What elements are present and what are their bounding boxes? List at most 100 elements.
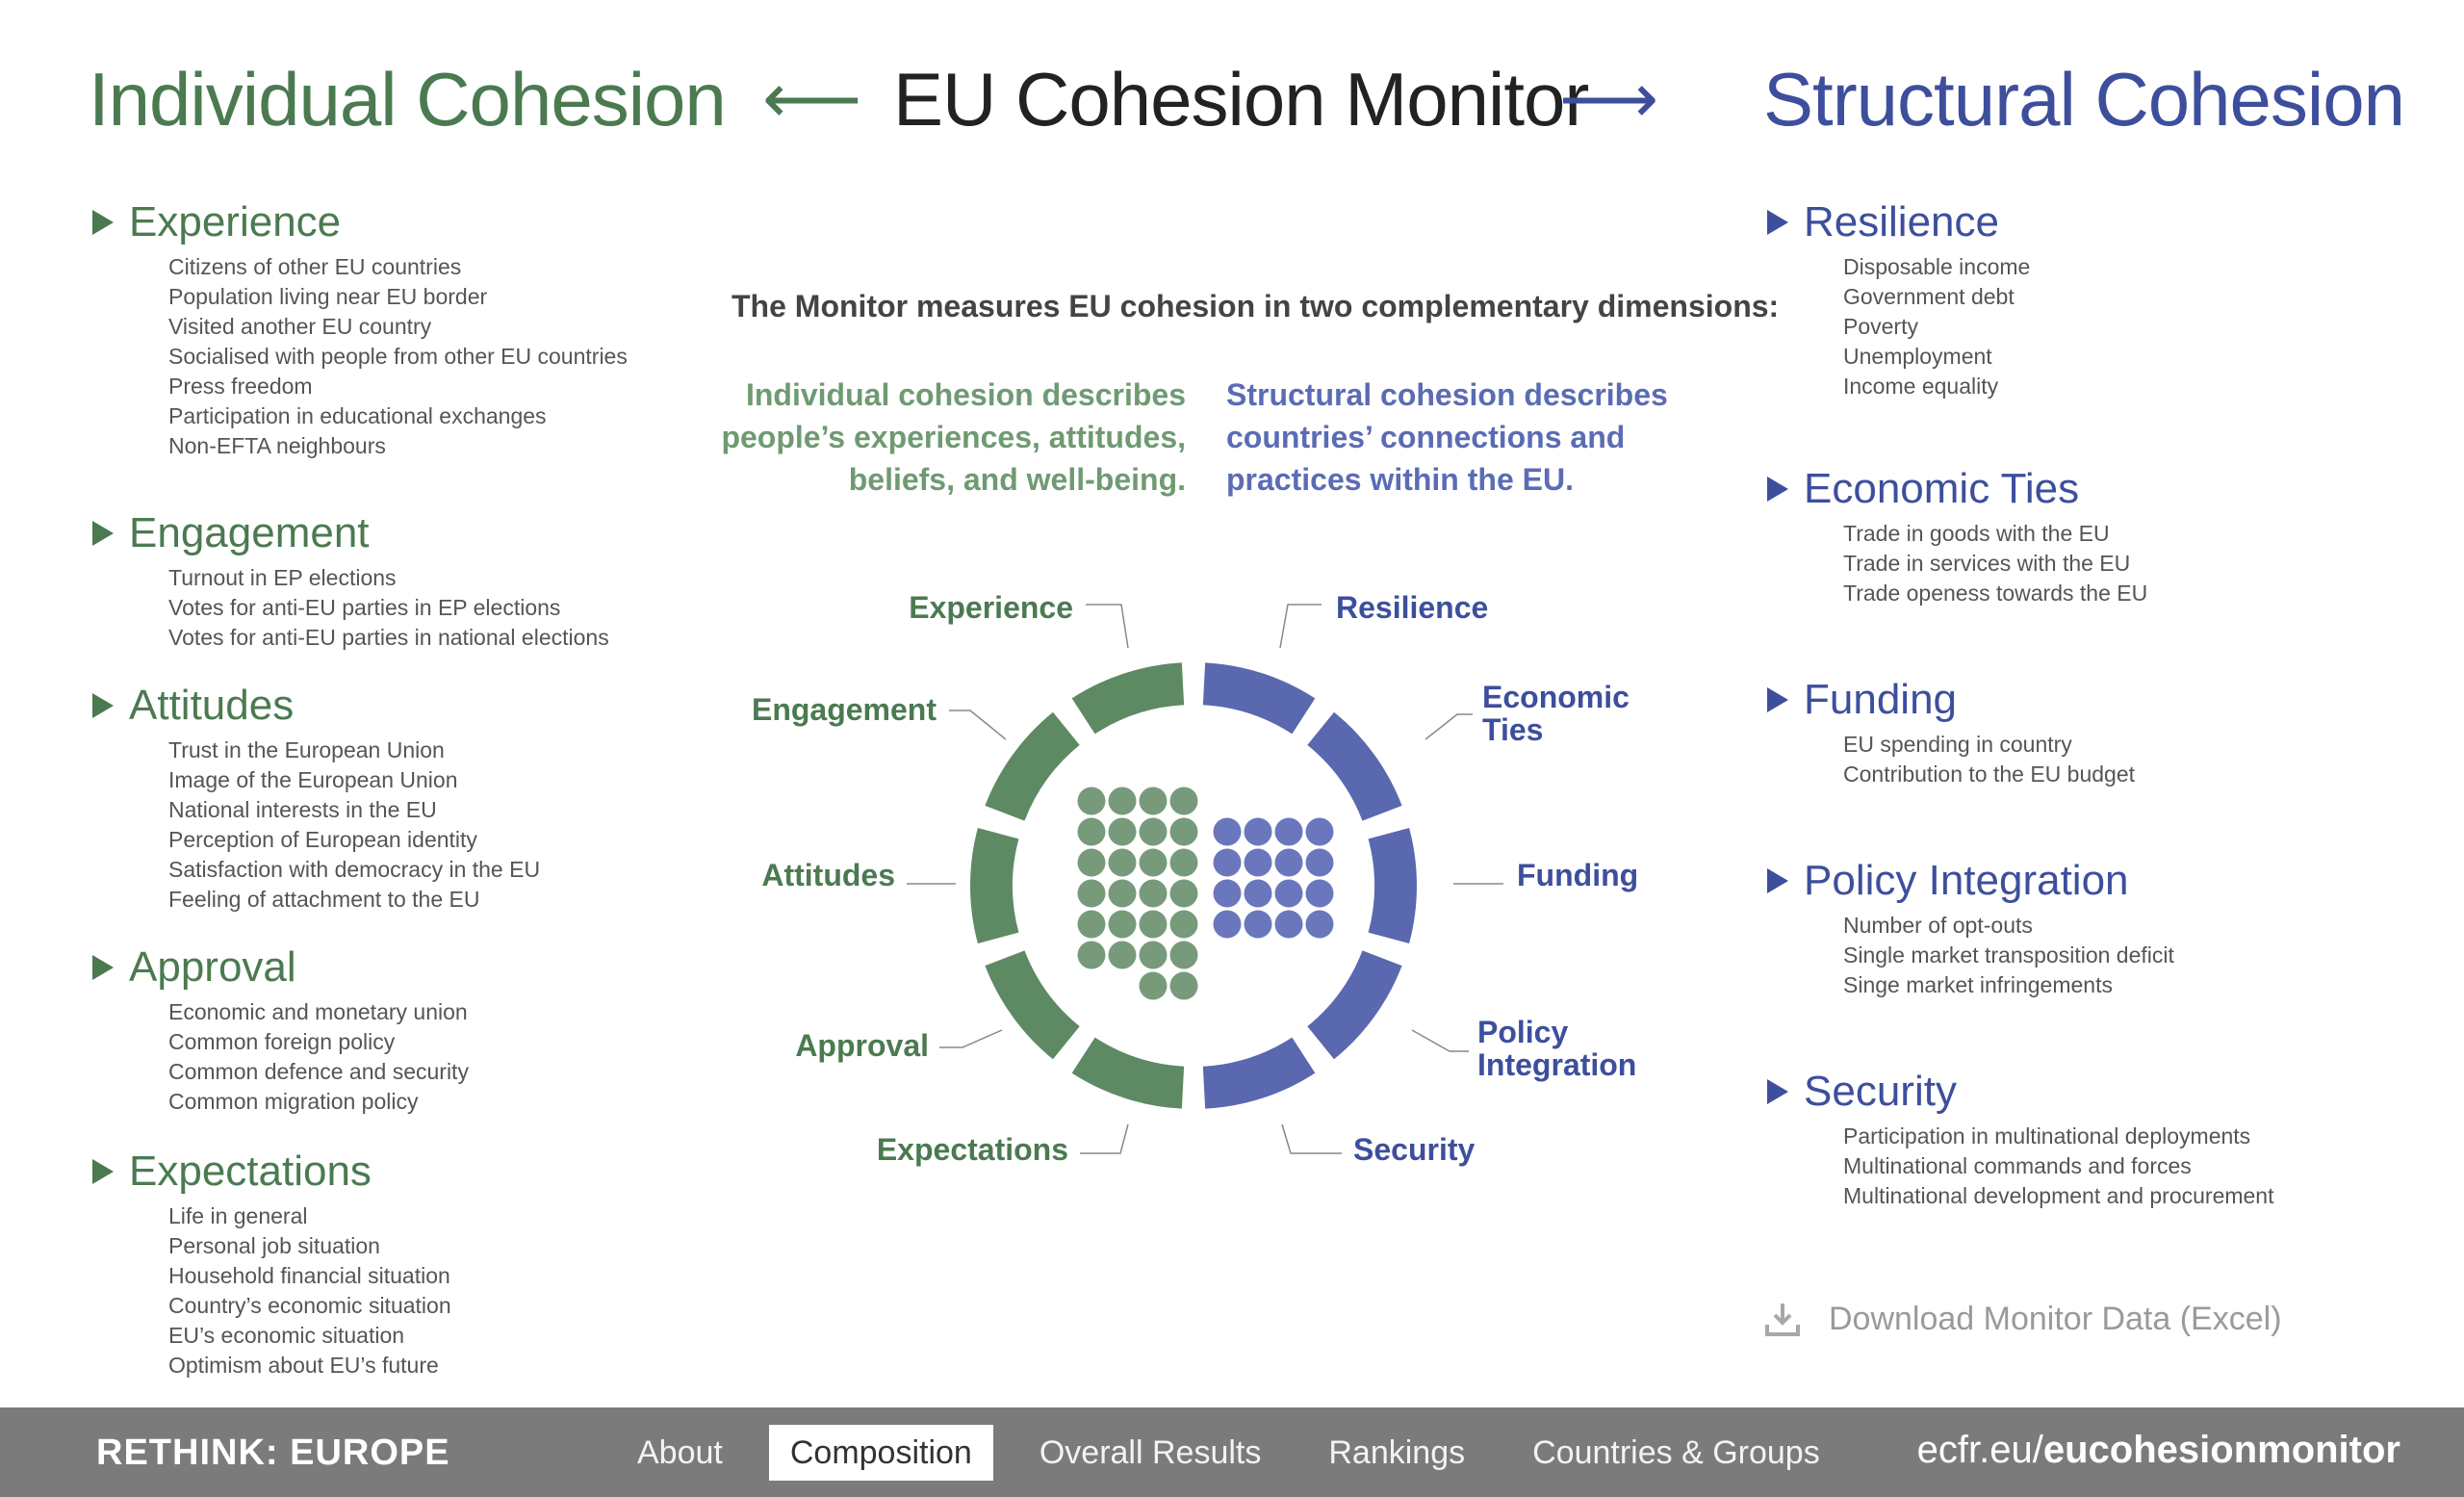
wheel-label-line: Approval: [795, 1028, 929, 1063]
indicator-item: Trust in the European Union: [168, 737, 445, 762]
wheel-segment-structural[interactable]: [1368, 827, 1417, 944]
cohesion-dot: [1274, 817, 1303, 846]
cohesion-dot: [1139, 848, 1168, 877]
dimension-title: Resilience: [1804, 198, 1999, 245]
site-link[interactable]: ecfr.eu/eucohesionmonitor: [1917, 1429, 2400, 1472]
expand-triangle-icon[interactable]: [92, 1159, 114, 1184]
expand-triangle-icon[interactable]: [92, 693, 114, 718]
cohesion-dot: [1108, 787, 1137, 815]
indicator-item: Poverty: [1843, 314, 1918, 339]
wheel-segment-individual[interactable]: [985, 950, 1080, 1060]
cohesion-dot: [1213, 848, 1242, 877]
cohesion-dot: [1077, 879, 1106, 908]
cohesion-dot: [1169, 941, 1198, 969]
wheel-segment-structural[interactable]: [1202, 662, 1316, 735]
individual-description: Individual cohesion describes people’s e…: [721, 377, 1186, 497]
wheel-segment-individual[interactable]: [985, 711, 1080, 821]
indicator-item: Government debt: [1843, 284, 2015, 309]
expand-triangle-icon[interactable]: [92, 955, 114, 980]
cohesion-dot: [1244, 910, 1272, 939]
dimension-heading[interactable]: Attitudes: [92, 676, 728, 736]
leader-line: [1411, 1029, 1469, 1052]
leader-line: [1281, 1123, 1342, 1154]
dimension-heading[interactable]: Approval: [92, 938, 728, 997]
nav-item[interactable]: Composition: [768, 1424, 993, 1481]
wheel-label[interactable]: Resilience: [1336, 590, 1488, 625]
wheel-label[interactable]: Expectations: [877, 1132, 1068, 1167]
indicator-item: Singe market infringements: [1843, 972, 2113, 997]
nav-item[interactable]: Overall Results: [1039, 1433, 1262, 1471]
wheel-label[interactable]: Engagement: [752, 692, 937, 727]
indicator-item: Common migration policy: [168, 1089, 419, 1114]
expand-triangle-icon[interactable]: [1767, 868, 1788, 893]
indicator-item: Common defence and security: [168, 1059, 469, 1084]
indicator-item: Turnout in EP elections: [168, 565, 397, 590]
indicator-item: Press freedom: [168, 374, 313, 399]
cohesion-dot: [1305, 817, 1334, 846]
indicator-item: Satisfaction with democracy in the EU: [168, 857, 541, 882]
dimension-title: Engagement: [129, 509, 370, 556]
wheel-label[interactable]: Approval: [795, 1028, 929, 1063]
expand-triangle-icon[interactable]: [92, 210, 114, 235]
wheel-label[interactable]: Experience: [909, 590, 1073, 625]
expand-triangle-icon[interactable]: [1767, 477, 1788, 502]
dimension-heading[interactable]: Economic Ties: [1767, 459, 2402, 519]
wheel-segment-individual[interactable]: [1071, 662, 1185, 735]
nav-item[interactable]: Countries & Groups: [1532, 1433, 1820, 1471]
wheel-segment-individual[interactable]: [970, 827, 1019, 944]
dimension-heading[interactable]: Engagement: [92, 503, 728, 563]
cohesion-dot: [1169, 817, 1198, 846]
expand-triangle-icon[interactable]: [1767, 210, 1788, 235]
cohesion-dot: [1077, 787, 1106, 815]
wheel-label-line: Economic: [1482, 680, 1630, 714]
wheel-label-line: Expectations: [877, 1132, 1068, 1167]
download-button[interactable]: Download Monitor Data (Excel): [1763, 1300, 2282, 1338]
wheel-label[interactable]: Funding: [1517, 858, 1638, 892]
wheel-segment-structural[interactable]: [1307, 711, 1402, 821]
indicator-item: Socialised with people from other EU cou…: [168, 344, 628, 369]
indicator-item: EU’s economic situation: [168, 1323, 405, 1348]
dimension-heading[interactable]: Policy Integration: [1767, 851, 2402, 911]
indicator-item: Country’s economic situation: [168, 1293, 451, 1318]
nav-item[interactable]: About: [637, 1433, 723, 1471]
wheel-segment-structural[interactable]: [1307, 950, 1402, 1060]
dimension-heading[interactable]: Resilience: [1767, 193, 2402, 252]
wheel-segment-structural[interactable]: [1202, 1037, 1316, 1109]
dimension-heading[interactable]: Expectations: [92, 1142, 728, 1201]
indicator-item: Perception of European identity: [168, 827, 477, 852]
indicator-item: Multinational commands and forces: [1843, 1153, 2192, 1178]
wheel-segment-individual[interactable]: [1071, 1037, 1185, 1109]
arrow-right-icon: ⟶: [1559, 61, 1659, 138]
cohesion-wheel-diagram: ExperienceEngagementAttitudesApprovalExp…: [752, 590, 1638, 1167]
wheel-label[interactable]: Attitudes: [761, 858, 895, 892]
expand-triangle-icon[interactable]: [1767, 1079, 1788, 1104]
site-prefix: ecfr.eu/: [1916, 1429, 2043, 1471]
cohesion-dot: [1274, 848, 1303, 877]
cohesion-dot: [1274, 910, 1303, 939]
dimension-heading[interactable]: Security: [1767, 1062, 2402, 1122]
rethink-europe-logo[interactable]: RETHINK: EUROPE: [96, 1432, 450, 1473]
dimension-heading[interactable]: Funding: [1767, 670, 2402, 730]
cohesion-dot: [1244, 817, 1272, 846]
expand-triangle-icon[interactable]: [1767, 687, 1788, 712]
wheel-label-line: Ties: [1482, 712, 1543, 747]
cohesion-dot: [1139, 971, 1168, 1000]
wheel-label-line: Attitudes: [761, 858, 895, 892]
wheel-label[interactable]: Security: [1353, 1132, 1475, 1167]
expand-triangle-icon[interactable]: [92, 521, 114, 546]
dimension-title: Economic Ties: [1804, 465, 2080, 512]
nav-item[interactable]: Rankings: [1328, 1433, 1466, 1471]
dimension-heading[interactable]: Experience: [92, 193, 728, 252]
indicator-item: Votes for anti-EU parties in EP election…: [168, 595, 561, 620]
dimension-title: Funding: [1804, 676, 1958, 723]
indicator-item: Personal job situation: [168, 1233, 380, 1258]
